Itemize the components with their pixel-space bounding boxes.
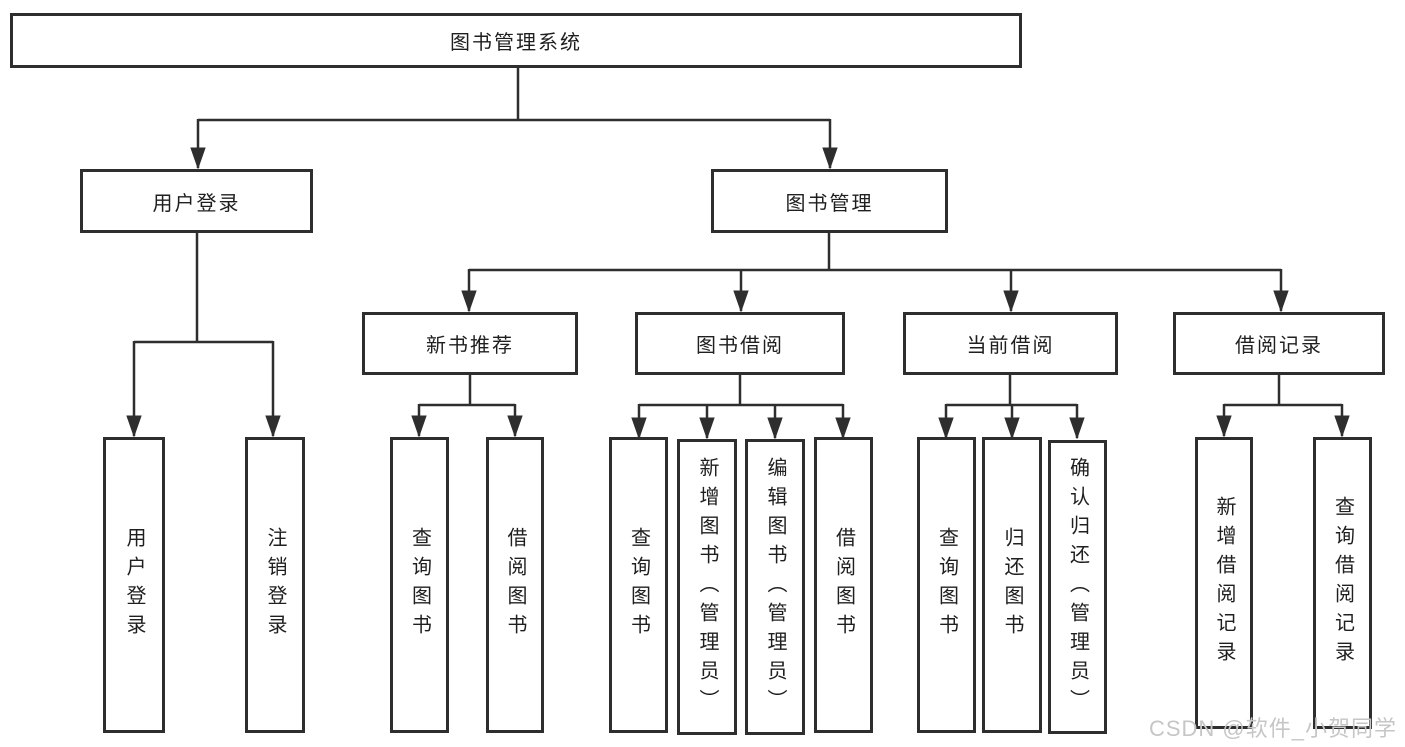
leaf-logout: 注销登录 bbox=[245, 437, 305, 733]
node-book-management: 图书管理 bbox=[711, 169, 948, 233]
leaf-borrow-books-borrow: 借阅图书 bbox=[814, 437, 873, 733]
leaf-return-books: 归还图书 bbox=[982, 437, 1042, 733]
node-user-login-group: 用户登录 bbox=[80, 169, 313, 233]
node-library-system: 图书管理系统 bbox=[10, 13, 1022, 68]
leaf-query-books-borrow: 查询图书 bbox=[609, 437, 668, 733]
leaf-add-borrow-record-label: 新增借阅记录 bbox=[1213, 496, 1235, 670]
leaf-query-borrow-record-label: 查询借阅记录 bbox=[1331, 496, 1354, 670]
leaf-query-borrow-record: 查询借阅记录 bbox=[1313, 437, 1372, 729]
leaf-query-books-current: 查询图书 bbox=[917, 437, 976, 733]
node-book-borrow: 图书借阅 bbox=[635, 312, 845, 375]
leaf-return-books-label: 归还图书 bbox=[1001, 527, 1023, 643]
leaf-borrow-books-borrow-label: 借阅图书 bbox=[832, 527, 855, 643]
leaf-user-login-label: 用户登录 bbox=[123, 527, 145, 643]
leaf-add-books-admin: 新增图书（管理员） bbox=[677, 439, 737, 735]
leaf-confirm-return-admin: 确认归还（管理员） bbox=[1048, 440, 1107, 734]
leaf-edit-books-admin-label: 编辑图书（管理员） bbox=[764, 456, 786, 718]
node-current-borrow: 当前借阅 bbox=[903, 312, 1118, 375]
node-new-book-recommend: 新书推荐 bbox=[362, 312, 578, 375]
leaf-confirm-return-admin-label: 确认归还（管理员） bbox=[1066, 456, 1089, 718]
leaf-add-borrow-record: 新增借阅记录 bbox=[1195, 437, 1253, 729]
leaf-borrow-books-recommend: 借阅图书 bbox=[486, 437, 544, 733]
leaf-query-books-borrow-label: 查询图书 bbox=[627, 527, 650, 643]
watermark: CSDN @软件_小贺同学 bbox=[1148, 716, 1397, 741]
leaf-query-books-current-label: 查询图书 bbox=[935, 527, 958, 643]
leaf-edit-books-admin: 编辑图书（管理员） bbox=[745, 439, 805, 735]
leaf-borrow-books-recommend-label: 借阅图书 bbox=[504, 527, 526, 643]
node-borrow-records: 借阅记录 bbox=[1173, 312, 1385, 375]
leaf-add-books-admin-label: 新增图书（管理员） bbox=[696, 456, 718, 718]
leaf-query-books-recommend: 查询图书 bbox=[390, 437, 449, 733]
leaf-query-books-recommend-label: 查询图书 bbox=[408, 527, 431, 643]
leaf-logout-label: 注销登录 bbox=[264, 527, 286, 643]
leaf-user-login: 用户登录 bbox=[103, 437, 165, 733]
